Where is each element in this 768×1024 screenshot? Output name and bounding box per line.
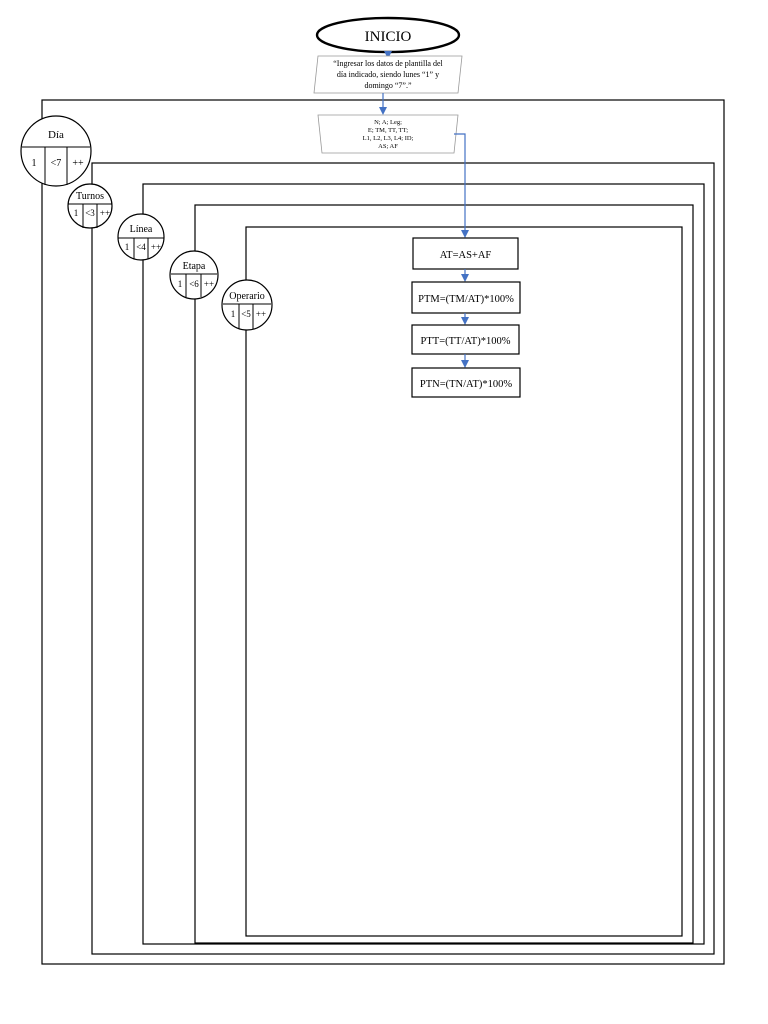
loop-body-operario xyxy=(245,226,683,937)
loop-etapa: Etapa 1 <6 ++ xyxy=(169,250,219,300)
input-note-line-1: “Ingresar los datos de plantilla del xyxy=(333,59,443,68)
loop-etapa-step: ++ xyxy=(204,279,214,289)
loop-dia-step: ++ xyxy=(72,158,84,169)
loop-operario-init: 1 xyxy=(231,309,236,319)
start-terminator: INICIO xyxy=(315,16,461,54)
loop-body-turnos xyxy=(91,162,715,955)
arrow-vars-to-process xyxy=(454,133,469,238)
input-vars-line-4: AS; AF xyxy=(378,143,398,150)
loop-body-etapa xyxy=(194,204,694,944)
input-note-line-2: día indicado, siendo lunes “1” y xyxy=(337,70,439,79)
loop-turnos-init: 1 xyxy=(74,208,79,218)
input-vars-line-3: L1, L2, L3, L4; ID; xyxy=(363,135,414,142)
loop-dia: Día 1 <7 ++ xyxy=(20,115,92,187)
loop-linea-step: ++ xyxy=(151,242,161,252)
input-note-shape xyxy=(313,55,463,94)
input-vars-line-2: E; TM, TT, TT; xyxy=(368,127,408,134)
loop-dia-cond: <7 xyxy=(51,158,62,169)
input-vars-line-1: N; A; Leg; xyxy=(374,119,402,126)
process-ptt: PTT=(TT/AT)*100% xyxy=(411,324,520,355)
input-vars-shape xyxy=(317,114,459,154)
process-ptn-label: PTN=(TN/AT)*100% xyxy=(420,379,512,390)
loop-linea-name: Línea xyxy=(130,224,153,235)
process-ptm-label: PTM=(TM/AT)*100% xyxy=(418,294,514,305)
loop-body-linea xyxy=(142,183,705,945)
loop-etapa-name: Etapa xyxy=(183,261,206,272)
input-note-line-3: domingo “7”.” xyxy=(364,81,412,90)
input-vars-block: N; A; Leg; E; TM, TT, TT; L1, L2, L3, L4… xyxy=(317,114,459,154)
loop-operario-step: ++ xyxy=(256,309,266,319)
loop-linea-cond: <4 xyxy=(136,242,146,252)
loop-turnos: Turnos 1 <3 ++ xyxy=(67,183,113,229)
process-ptt-label: PTT=(TT/AT)*100% xyxy=(421,336,511,347)
loop-operario-cond: <5 xyxy=(241,309,251,319)
process-ptm: PTM=(TM/AT)*100% xyxy=(411,281,521,314)
process-ptn: PTN=(TN/AT)*100% xyxy=(411,367,521,398)
loop-turnos-cond: <3 xyxy=(85,208,95,218)
loop-linea: Línea 1 <4 ++ xyxy=(117,213,165,261)
process-at: AT=AS+AF xyxy=(412,237,519,270)
input-note-block: “Ingresar los datos de plantilla del día… xyxy=(313,55,463,94)
process-at-label: AT=AS+AF xyxy=(440,250,492,261)
loop-turnos-name: Turnos xyxy=(76,191,104,202)
loop-dia-init: 1 xyxy=(32,158,37,169)
loop-operario-name: Operario xyxy=(229,291,265,302)
loop-dia-name: Día xyxy=(48,129,64,141)
loop-etapa-cond: <6 xyxy=(189,279,199,289)
loop-turnos-step: ++ xyxy=(100,208,110,218)
loop-operario: Operario 1 <5 ++ xyxy=(221,279,273,331)
loop-linea-init: 1 xyxy=(125,242,130,252)
start-label: INICIO xyxy=(365,29,412,45)
loop-etapa-init: 1 xyxy=(178,279,183,289)
